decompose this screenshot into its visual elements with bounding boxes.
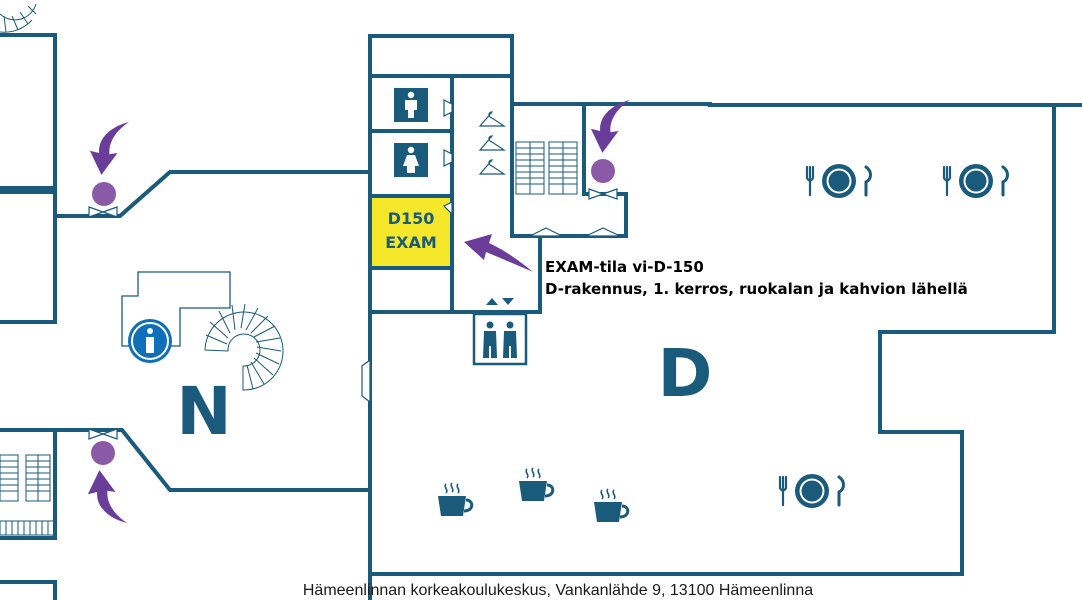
curved-arrow-icon [89,122,129,175]
spiral-staircase-icon [0,3,37,33]
plate-cutlery-icon [942,162,1009,200]
staircase-icon [0,454,56,536]
spiral-staircase-icon [204,303,284,391]
exam-room-label-line2: EXAM [385,233,437,252]
walls [0,33,1082,600]
coffee-cup-icon [517,466,555,503]
plate-cutlery-icon [778,472,845,510]
curved-arrow-icon [590,100,630,153]
entrance-dot-icon [591,159,615,183]
footer-address: Hämeenlinnan korkeakoulukeskus, Vankanlä… [303,582,813,599]
info-icon[interactable] [128,319,172,363]
curved-arrow-icon [87,470,127,523]
elevator-icon[interactable] [472,298,528,366]
coat-hanger-icon [479,111,505,175]
coffee-cup-icon [436,481,474,518]
coffee-cup-icon [592,487,630,524]
staircase-icon [515,141,578,195]
entrance-dot-icon [92,182,116,206]
male-toilet-icon [394,88,428,122]
building-label-d: D [658,335,713,412]
exam-callout-line1: EXAM-tila vi-D-150 [545,258,704,276]
plate-cutlery-icon [805,162,872,200]
exam-room-label-line1: D150 [388,209,435,228]
info-desk-outline [121,271,231,347]
exam-callout-line2: D-rakennus, 1. kerros, ruokalan ja kahvi… [545,280,968,298]
entrance-door-icon [588,188,618,200]
entrance-dot-icon [91,441,115,465]
building-label-n: N [176,373,231,450]
female-toilet-icon [394,143,428,177]
curved-arrow-icon [464,234,533,272]
exam-room-d150[interactable]: D150 EXAM [372,198,450,266]
